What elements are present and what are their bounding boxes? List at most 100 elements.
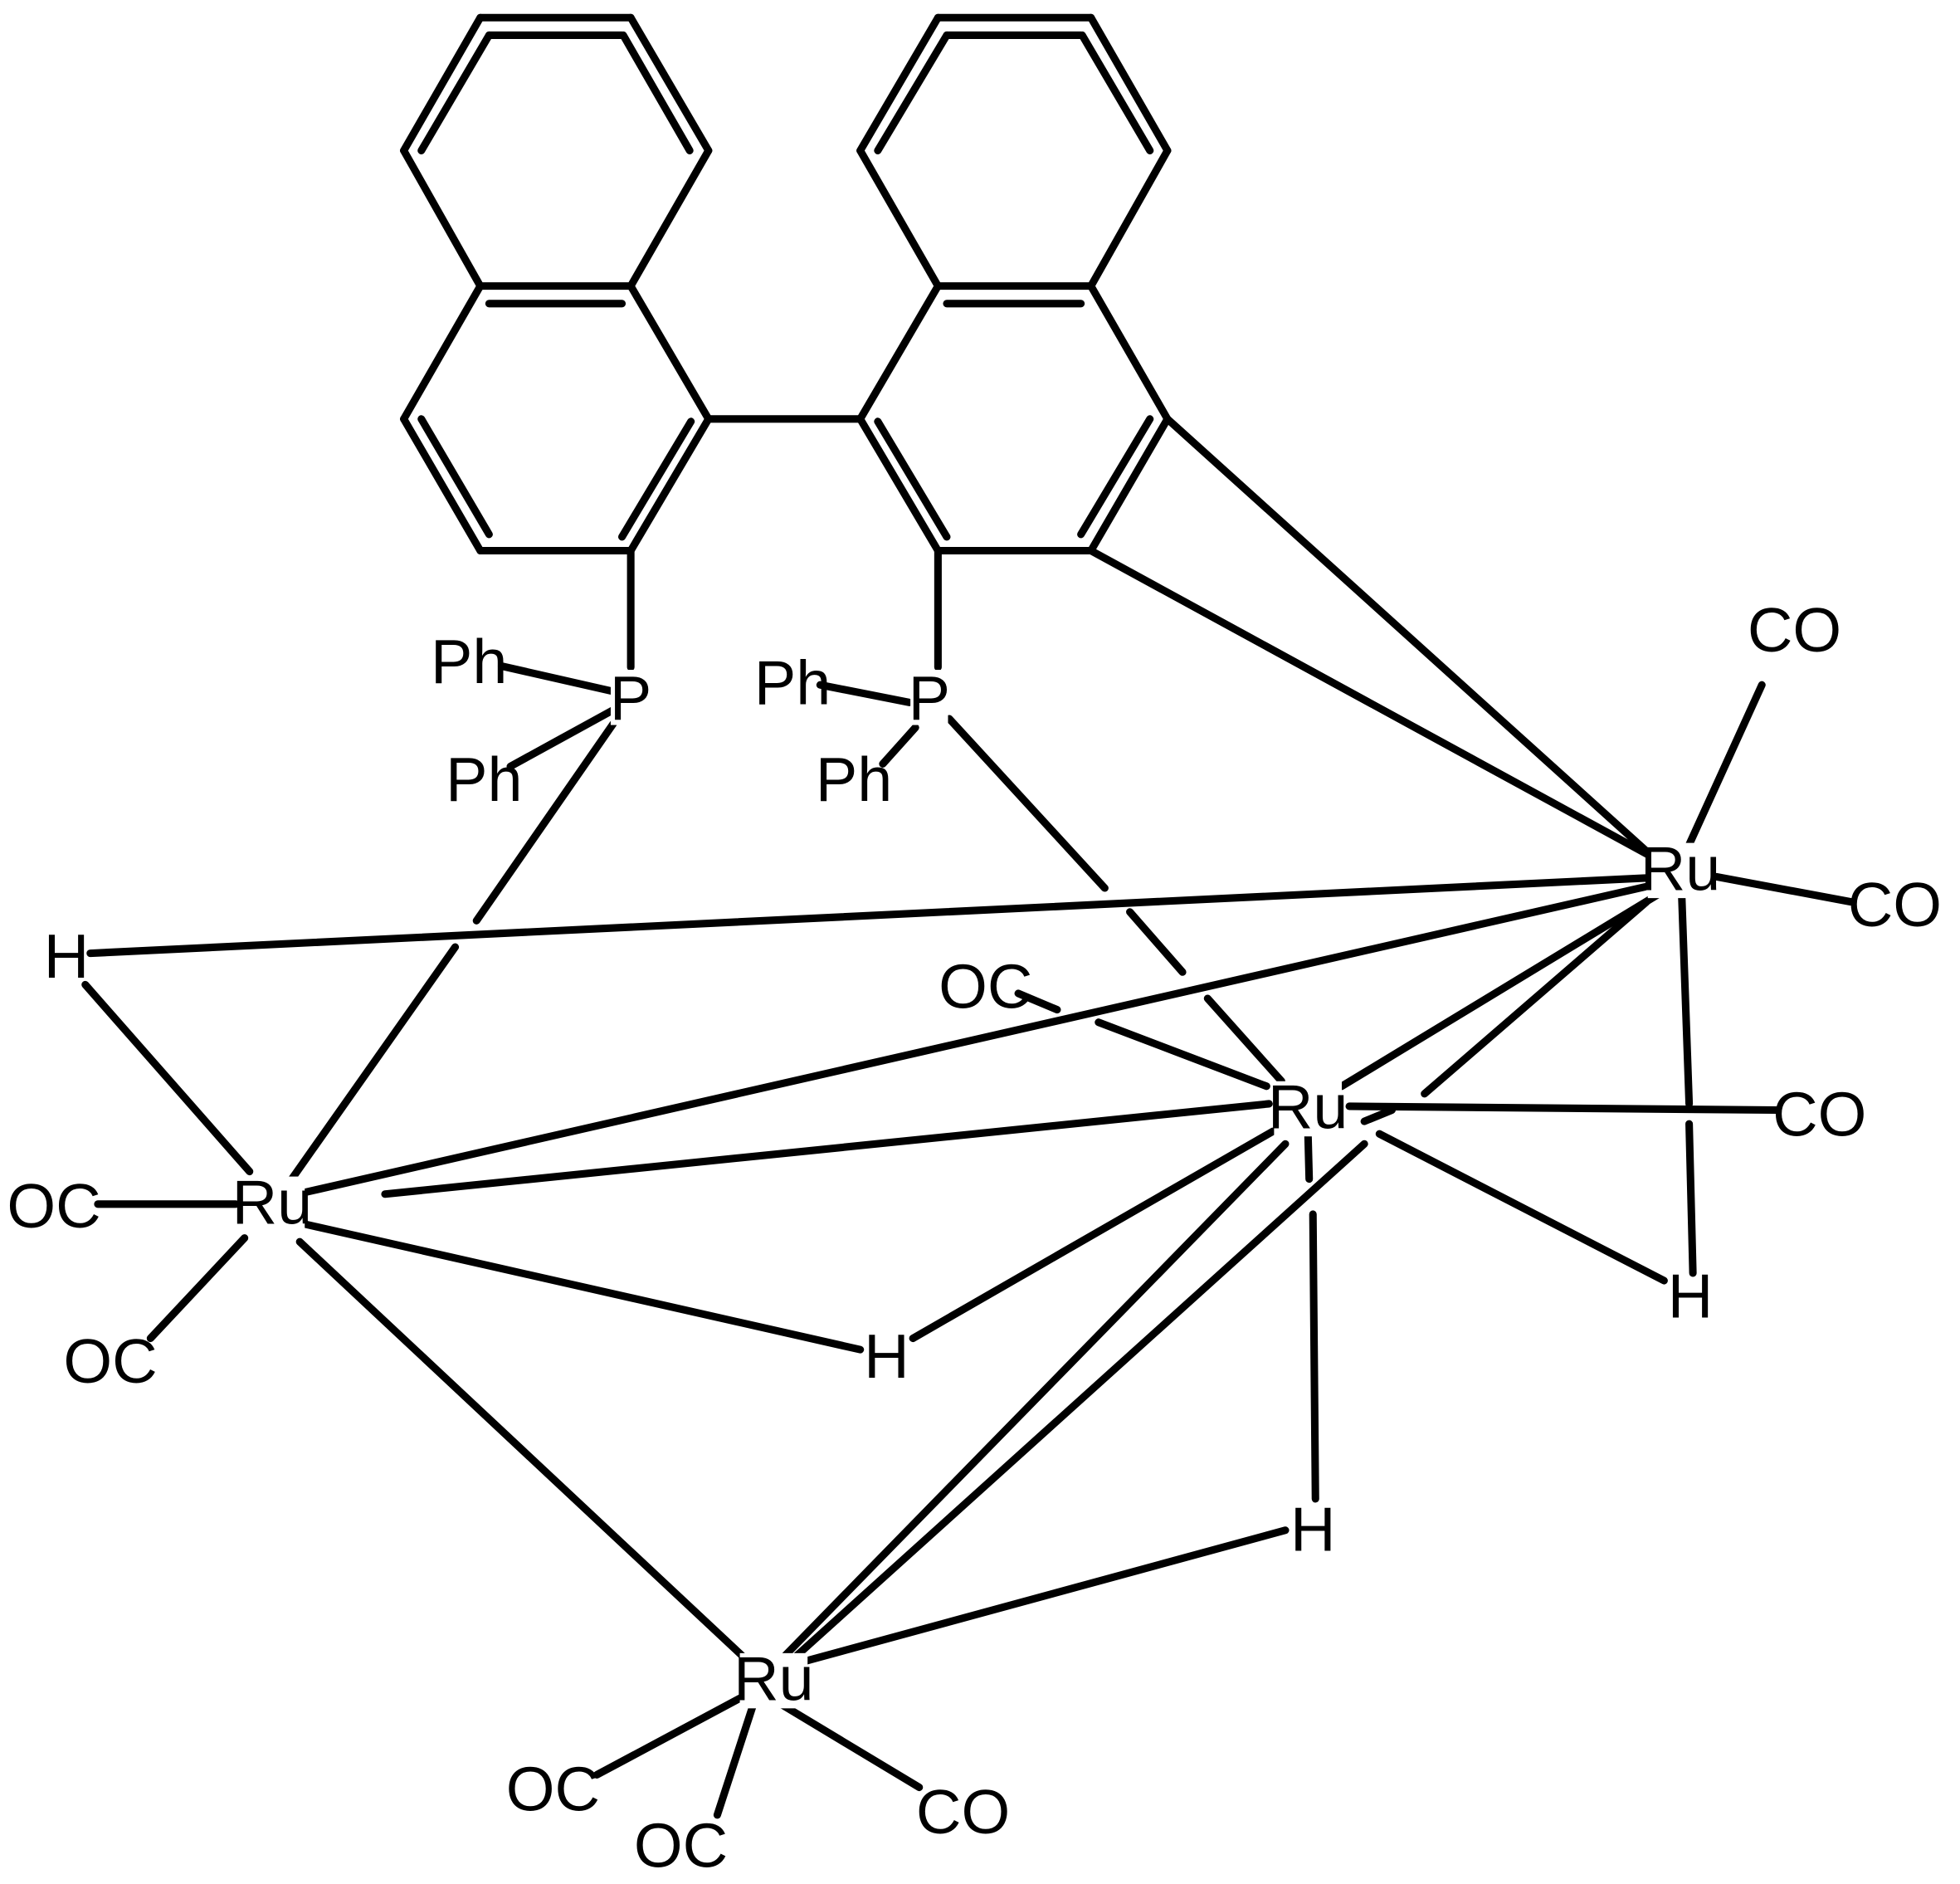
bond xyxy=(1087,415,1172,555)
hydride-label: H xyxy=(864,1322,909,1392)
phenyl-label: Ph xyxy=(446,745,522,815)
label-background xyxy=(1274,1081,1342,1137)
hydride-label: H xyxy=(1668,1262,1714,1332)
bond xyxy=(856,13,942,154)
bond xyxy=(1338,889,1665,1091)
bond xyxy=(1421,898,1650,1098)
bond xyxy=(627,13,713,154)
bond xyxy=(856,146,942,290)
ruthenium-label: Ru xyxy=(1641,834,1721,904)
carbonyl-label: CO xyxy=(1772,1081,1866,1150)
bond xyxy=(417,31,493,154)
bond xyxy=(381,1100,1273,1198)
bond xyxy=(146,1234,249,1343)
bond xyxy=(788,1140,1368,1663)
bond xyxy=(400,282,485,423)
bond xyxy=(773,1698,924,1792)
ruthenium-atom-center: Ru xyxy=(1268,1072,1348,1142)
bond xyxy=(1087,546,1658,862)
phenyl-label: Ph xyxy=(431,627,507,697)
bond xyxy=(856,415,942,555)
bond xyxy=(1087,282,1172,423)
ruthenium-label: Ru xyxy=(1268,1072,1348,1142)
label-background xyxy=(910,670,948,725)
bond xyxy=(816,681,914,706)
carbonyl-label: OC xyxy=(7,1172,100,1242)
bond xyxy=(627,282,713,423)
bond xyxy=(280,943,460,1193)
bond xyxy=(1360,1106,1396,1125)
bond xyxy=(874,31,951,154)
bond xyxy=(1014,989,1061,1014)
left-naphthalene xyxy=(400,13,713,555)
bond xyxy=(497,662,616,696)
bond xyxy=(1345,1102,1781,1115)
bond xyxy=(798,1526,1290,1666)
p-atom-left: P xyxy=(610,664,651,734)
carbonyl-label: CO xyxy=(1848,871,1942,940)
phenyl-label: Ph xyxy=(816,745,892,815)
bond xyxy=(295,1218,865,1354)
ruthenium-atom-right: Ru xyxy=(1641,834,1721,904)
bond xyxy=(879,724,919,768)
bond xyxy=(400,415,485,555)
phosphine-bonds xyxy=(280,546,1285,1193)
bond xyxy=(627,146,713,290)
phosphorus-label: P xyxy=(909,664,950,734)
phenyl-label: Ph xyxy=(754,649,831,719)
bond xyxy=(592,1694,744,1779)
bond xyxy=(1095,1018,1270,1091)
ruthenium-atom-bottom: Ru xyxy=(734,1645,814,1715)
bond xyxy=(781,1140,1290,1660)
hydride-label: H xyxy=(1290,1496,1336,1565)
bond xyxy=(1375,1130,1668,1285)
bond xyxy=(713,1699,758,1819)
bond xyxy=(1681,681,1766,857)
bond xyxy=(1163,415,1658,862)
bond xyxy=(619,31,694,154)
bond xyxy=(909,1127,1277,1343)
hydride-label: H xyxy=(44,922,90,992)
bond-layer xyxy=(81,13,1855,1819)
bond xyxy=(506,705,617,770)
bond xyxy=(1304,1127,1314,1184)
carbonyl-label: OC xyxy=(506,1755,600,1825)
bond xyxy=(400,146,485,290)
label-layer: P P Ph Ph Ph Ph Ru Ru Ru Ru H H H H CO xyxy=(7,596,1942,1881)
bond xyxy=(1685,1120,1697,1277)
bond xyxy=(1677,888,1694,1108)
bond xyxy=(472,720,617,925)
bond xyxy=(417,415,493,539)
label-background xyxy=(239,1176,305,1232)
bond xyxy=(400,13,485,154)
bond xyxy=(1309,1210,1319,1503)
carbonyl-label: OC xyxy=(939,952,1032,1022)
bond xyxy=(81,980,254,1176)
ruthenium-label: Ru xyxy=(734,1645,814,1715)
cluster-bonds xyxy=(81,415,1855,1819)
right-naphthalene xyxy=(856,13,1172,555)
bond xyxy=(874,417,951,541)
bond xyxy=(1078,31,1154,154)
ruthenium-atom-left: Ru xyxy=(232,1168,313,1237)
bond xyxy=(627,415,713,555)
carbonyl-label: OC xyxy=(63,1327,157,1397)
carbonyl-label: CO xyxy=(916,1778,1010,1847)
bond xyxy=(856,282,942,423)
bond xyxy=(1087,146,1172,290)
bond xyxy=(86,874,1650,958)
label-background xyxy=(739,1652,808,1709)
bond xyxy=(295,1237,750,1663)
label-background xyxy=(610,670,649,725)
ruthenium-label: Ru xyxy=(232,1168,313,1237)
bond xyxy=(945,715,1109,892)
bond xyxy=(1077,415,1154,539)
carbonyl-label: OC xyxy=(634,1812,728,1882)
phosphorus-label: P xyxy=(610,664,651,734)
carbonyl-label: CO xyxy=(1748,596,1841,666)
bond xyxy=(293,882,1650,1198)
p-atom-right: P xyxy=(909,664,950,734)
bond xyxy=(1713,872,1855,906)
bond xyxy=(618,417,695,541)
